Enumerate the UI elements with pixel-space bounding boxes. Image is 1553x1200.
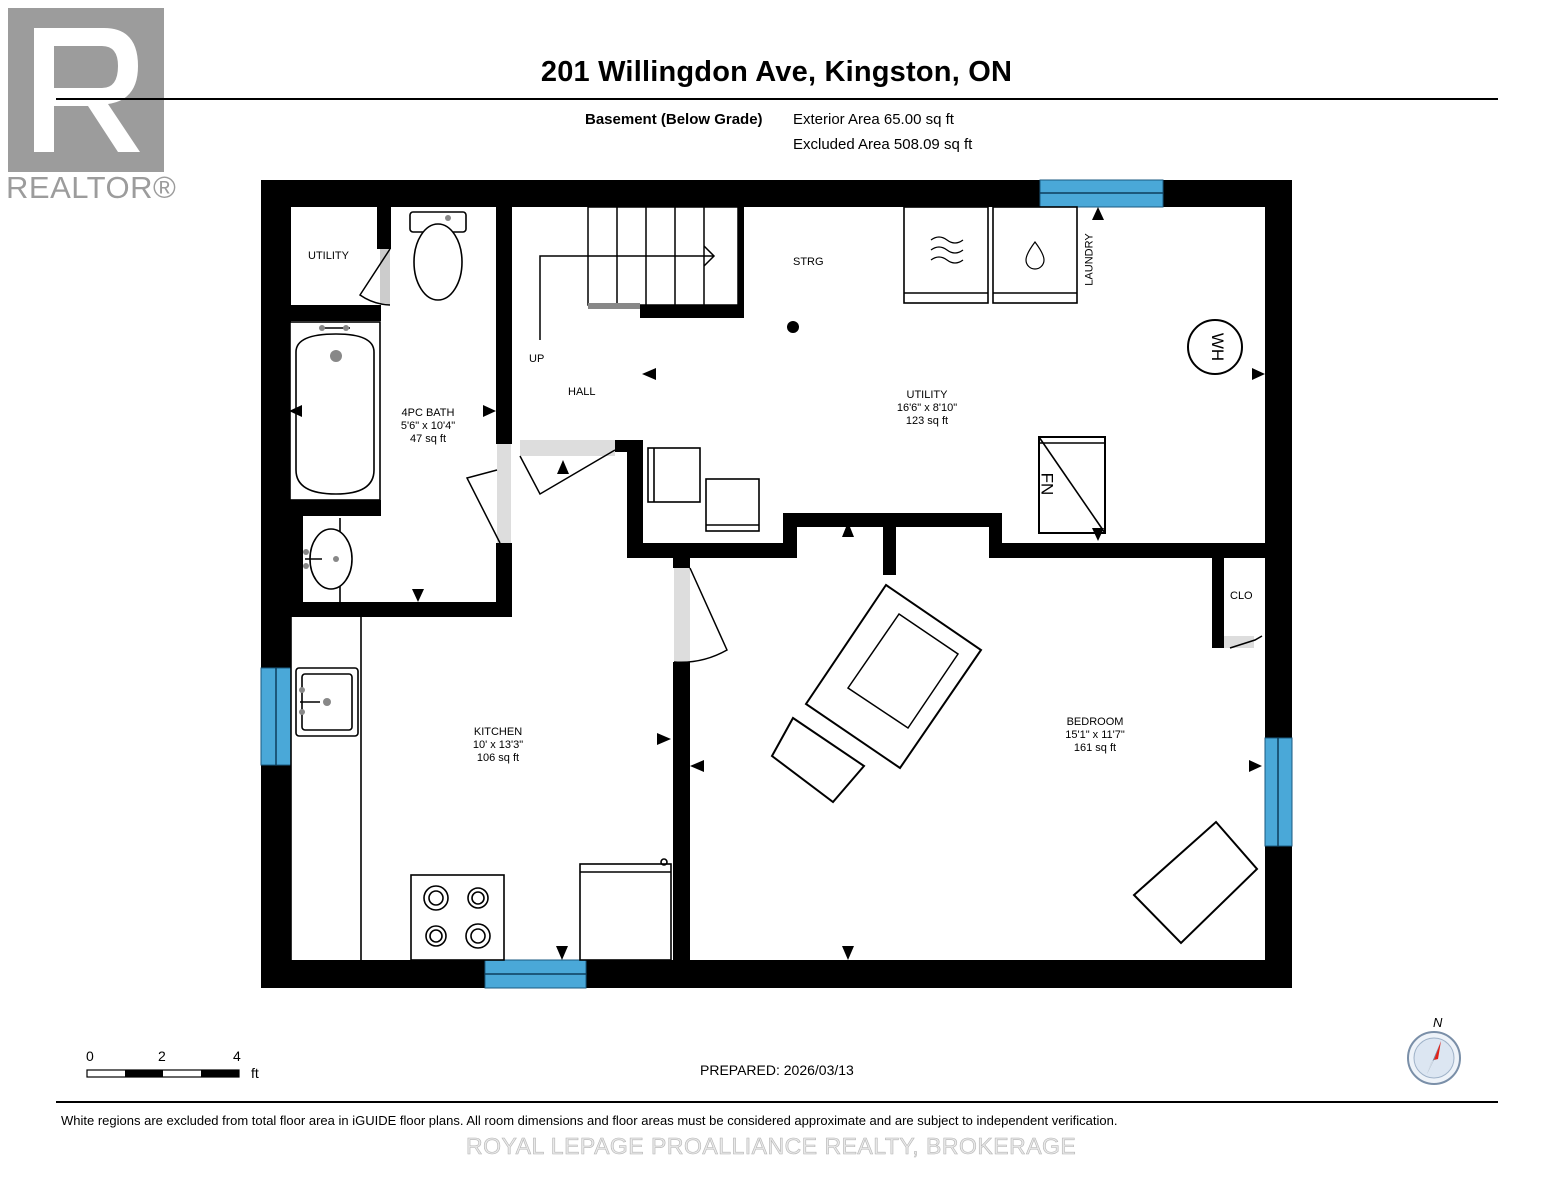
- stairs: [539, 206, 739, 340]
- room-bedroom: BEDROOM 15'1" x 11'7" 161 sq ft: [1055, 716, 1135, 755]
- room-up: UP: [529, 353, 545, 365]
- water-heater-label: WH: [1208, 332, 1228, 362]
- windows: [260, 179, 1293, 989]
- room-hall: HALL: [568, 386, 596, 398]
- level-name: Basement (Below Grade): [585, 111, 763, 128]
- room-utility-small: UTILITY: [308, 250, 349, 262]
- room-bedroom-name: BEDROOM: [1066, 716, 1124, 728]
- header-rule: [56, 98, 1498, 100]
- room-clo: CLO: [1230, 590, 1253, 602]
- room-bath-dims: 5'6" x 10'4": [400, 420, 456, 432]
- room-bath-name: 4PC BATH: [401, 407, 455, 419]
- realtor-text: REALTOR®: [6, 170, 177, 205]
- bath-fixtures: [289, 211, 467, 602]
- exterior-area: Exterior Area 65.00 sq ft: [793, 111, 954, 128]
- excluded-area: Excluded Area 508.09 sq ft: [793, 136, 973, 153]
- scale-tick-2: 2: [158, 1048, 166, 1064]
- prepared-date: PREPARED: 2026/03/13: [700, 1062, 854, 1078]
- kitchen-fixtures: [290, 617, 672, 961]
- scale-tick-4: 4: [233, 1048, 241, 1064]
- room-utility-dims: 16'6" x 8'10": [896, 402, 958, 414]
- room-kitchen-dims: 10' x 13'3": [472, 739, 524, 751]
- room-kitchen-area: 106 sq ft: [476, 752, 520, 764]
- footer-rule: [56, 1101, 1498, 1103]
- window-mullions: [275, 192, 1279, 975]
- furnace-label: FN: [1037, 472, 1057, 496]
- compass-label: N: [1433, 1015, 1443, 1030]
- room-kitchen: KITCHEN 10' x 13'3" 106 sq ft: [460, 726, 536, 765]
- doors: [358, 248, 1263, 663]
- direction-markers: [289, 207, 1265, 960]
- brokerage-watermark: ROYAL LEPAGE PROALLIANCE REALTY, BROKERA…: [466, 1133, 1077, 1160]
- room-utility-area: 123 sq ft: [905, 415, 949, 427]
- room-bath: 4PC BATH 5'6" x 10'4" 47 sq ft: [390, 407, 466, 446]
- room-bedroom-area: 161 sq ft: [1073, 742, 1117, 754]
- scale-unit: ft: [251, 1065, 259, 1081]
- room-utility-name: UTILITY: [906, 389, 948, 401]
- realtor-r-logo: [8, 8, 164, 172]
- bedroom-furniture: [770, 583, 1259, 945]
- scale-tick-0: 0: [86, 1048, 94, 1064]
- compass-icon: [1407, 1031, 1461, 1085]
- room-utility: UTILITY 16'6" x 8'10" 123 sq ft: [887, 389, 967, 428]
- utility-fixtures: [647, 206, 1243, 534]
- scale-bar: [86, 1069, 240, 1078]
- page-title: 201 Willingdon Ave, Kingston, ON: [540, 56, 1013, 88]
- room-strg: STRG: [793, 256, 824, 268]
- room-kitchen-name: KITCHEN: [473, 726, 523, 738]
- room-bedroom-dims: 15'1" x 11'7": [1065, 729, 1125, 741]
- walls: [261, 180, 1292, 988]
- disclaimer: White regions are excluded from total fl…: [61, 1113, 1118, 1128]
- room-laundry: LAUNDRY: [1083, 233, 1096, 286]
- room-bath-area: 47 sq ft: [409, 433, 447, 445]
